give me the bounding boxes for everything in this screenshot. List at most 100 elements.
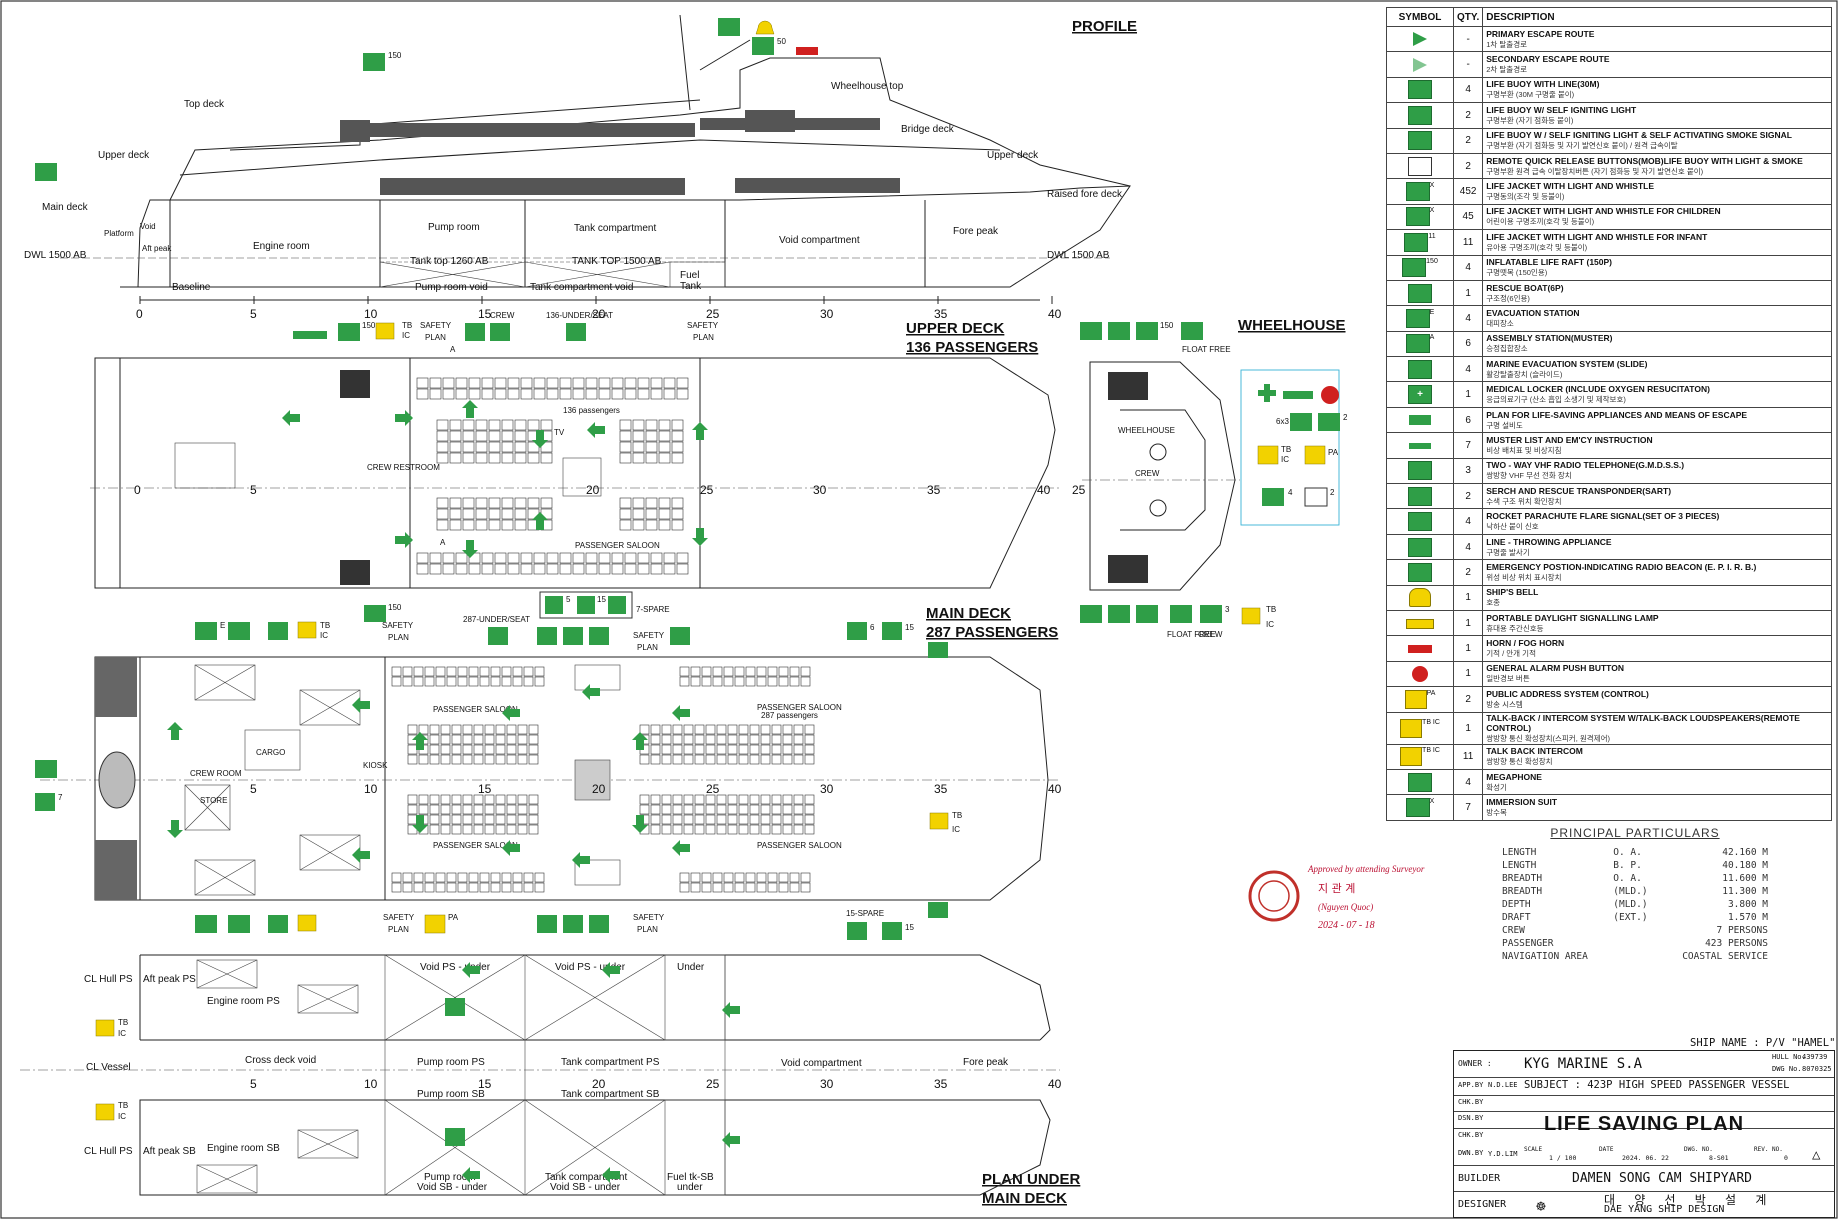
legend-symbol-cell	[1386, 559, 1454, 586]
seat	[671, 519, 684, 531]
seat	[413, 676, 424, 687]
seat	[523, 882, 534, 893]
seat	[760, 734, 771, 745]
seat	[690, 676, 701, 687]
md-saloon-br: PASSENGER SALOON	[757, 841, 842, 850]
seat	[663, 563, 676, 575]
seat	[676, 563, 689, 575]
seat	[585, 563, 598, 575]
seat	[793, 794, 804, 805]
seat	[488, 419, 501, 431]
seat	[749, 734, 760, 745]
seat	[661, 804, 672, 815]
md-safety-2: SAFETY	[633, 631, 665, 640]
particular-name: NAVIGATION AREA	[1502, 951, 1588, 962]
seat	[661, 754, 672, 765]
life-raft-icon	[537, 627, 557, 645]
seat	[650, 563, 663, 575]
life-jacket-icon	[566, 323, 586, 341]
legend-description-en: HORN / FOG HORN	[1486, 638, 1565, 649]
upper-windows	[345, 123, 695, 137]
date-value: 2024. 06. 22	[1622, 1154, 1669, 1162]
chk-by-key-2: CHK.BY	[1458, 1131, 1484, 1139]
seat	[517, 734, 528, 745]
main-deck-seats	[391, 666, 815, 893]
legend-description-ko: 비상 배치표 및 비상지침	[1486, 445, 1562, 455]
seat	[793, 754, 804, 765]
plan-under-title-1: PLAN UNDER	[982, 1171, 1081, 1188]
seat	[546, 563, 559, 575]
label-pump-room-void: Pump room void	[415, 282, 488, 293]
legend-description-ko: 구조정(6인용)	[1486, 293, 1530, 303]
md-safety: SAFETY	[382, 621, 414, 630]
escape-arrow-icon	[632, 815, 648, 833]
owner-key: OWNER :	[1458, 1059, 1492, 1068]
legend-symbol-cell	[1386, 457, 1454, 485]
seat	[661, 724, 672, 735]
seat	[533, 552, 546, 564]
seat	[679, 872, 690, 883]
wh-6x3: 6x3	[1276, 417, 1289, 426]
talkback-intercom-icon	[375, 322, 395, 340]
seat	[782, 744, 793, 755]
slide-icon	[563, 915, 583, 933]
seat	[429, 814, 440, 825]
main-deck-title: MAIN DECK	[926, 605, 1011, 622]
particular-name: DRAFT	[1502, 912, 1531, 923]
seat	[749, 724, 760, 735]
seat	[716, 724, 727, 735]
seat	[632, 419, 645, 431]
pu-pump-room-ps: Pump room PS	[417, 1057, 485, 1068]
seat	[462, 452, 475, 464]
seat	[760, 754, 771, 765]
seat	[528, 814, 539, 825]
designer-ko: 대 양 선 박 설 계	[1604, 1193, 1773, 1207]
pu-void-ps-1: Void PS - under	[420, 962, 491, 973]
child-life-jacket-icon	[1405, 207, 1430, 227]
seat	[484, 804, 495, 815]
seat	[418, 724, 429, 735]
ud-150: 150	[362, 321, 376, 330]
legend-description: MEDICAL LOCKER (INCLUDE OXYGEN RESUCITAT…	[1482, 381, 1832, 408]
legend-description-en: LIFE BUOY W / SELF IGNITING LIGHT & SELF…	[1486, 130, 1792, 141]
legend-description: LIFE BUOY WITH LINE(30M)구명부환 (30M 구명줄 붙이…	[1482, 76, 1832, 104]
seat	[402, 676, 413, 687]
evacuation-station-icon	[589, 627, 609, 645]
seat	[484, 814, 495, 825]
seat	[694, 794, 705, 805]
particular-qual: (EXT.)	[1613, 912, 1648, 923]
seat	[619, 430, 632, 442]
md-plan-3: PLAN	[388, 925, 409, 934]
hull-no-key: HULL No.	[1772, 1053, 1806, 1061]
seat	[645, 508, 658, 520]
pu-cl-hull-sb: CL Hull PS	[84, 1146, 133, 1157]
svg-text:Approved by attending Surveyor: Approved by attending Surveyor	[1307, 864, 1425, 874]
seat	[727, 824, 738, 835]
app-by-key: APP.BY	[1458, 1081, 1484, 1089]
plan-under-title-2: MAIN DECK	[982, 1190, 1067, 1207]
particular-name: CREW	[1502, 925, 1525, 936]
legend-symbol-tag: PA	[1426, 689, 1436, 697]
particular-qual: (MLD.)	[1613, 899, 1648, 910]
md-saloon-tr2: 287 passengers	[761, 711, 818, 720]
title-block: OWNER : KYG MARINE S.A HULL No. 439739 D…	[1453, 1050, 1835, 1218]
seat	[559, 552, 572, 564]
pa-control-icon	[1304, 445, 1326, 465]
seat	[767, 872, 778, 883]
seat	[449, 441, 462, 453]
seat	[804, 794, 815, 805]
seat	[624, 388, 637, 400]
pu-tick-label: 35	[934, 1077, 948, 1091]
seat	[490, 882, 501, 893]
rescue-boat-icon	[35, 760, 57, 778]
infant-life-jacket-icon	[847, 622, 867, 640]
